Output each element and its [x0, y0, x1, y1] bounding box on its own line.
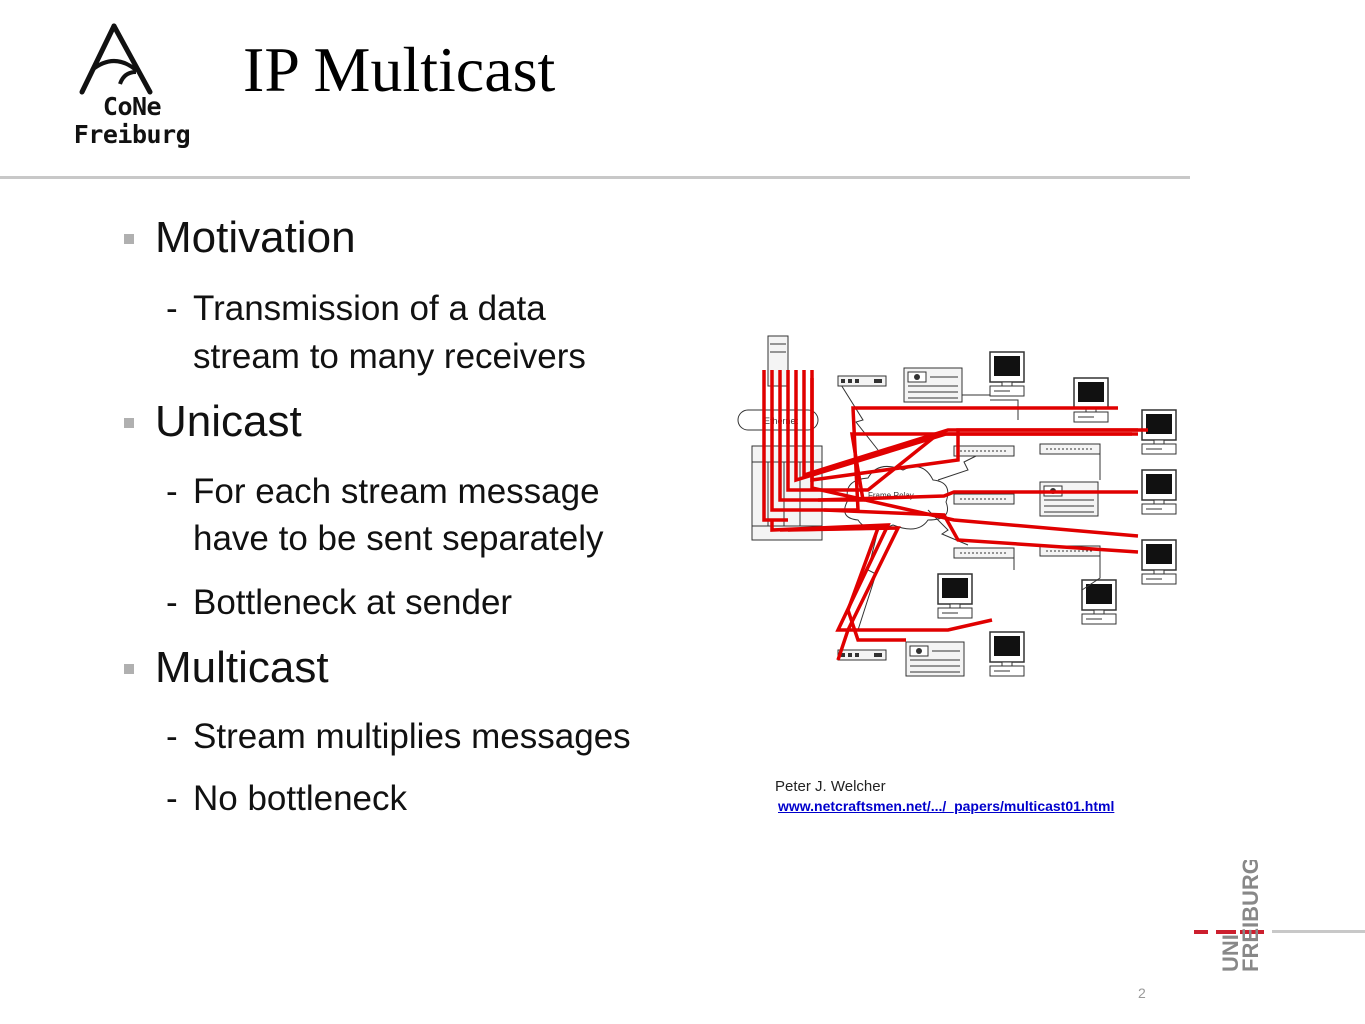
- computer-icon: [989, 631, 1025, 677]
- ethernet-segment: [737, 409, 819, 431]
- server-icon: [905, 641, 965, 677]
- router-icon: [837, 375, 887, 387]
- cloud-label: Frame Relay: [868, 491, 914, 500]
- unicast-network-diagram: Ethernet Frame Relay: [728, 330, 1188, 690]
- computer-icon: [1073, 377, 1109, 423]
- page-number: 2: [1138, 985, 1146, 1001]
- computer-icon: [1141, 409, 1177, 455]
- title-divider: [0, 176, 1190, 179]
- dash-icon: -: [166, 717, 178, 756]
- bullet-square-icon: [124, 664, 134, 674]
- logo-line1: CoNe: [102, 92, 162, 121]
- sub-bullet-text: Transmission of a data: [193, 289, 546, 328]
- uni-freiburg-logo: UNI FREIBURG: [1190, 857, 1365, 980]
- bullet-label: Unicast: [155, 397, 302, 446]
- bullet-label: Motivation: [155, 213, 356, 262]
- computer-icon: [989, 351, 1025, 397]
- freiburg-text: FREIBURG: [1238, 860, 1263, 972]
- dash-icon: -: [166, 472, 178, 511]
- source-link[interactable]: www.netcraftsmen.net/.../_papers/multica…: [778, 798, 1115, 814]
- bullet-label: Multicast: [155, 643, 329, 692]
- switch-icon: [953, 493, 1015, 505]
- antenna-icon: [79, 23, 153, 95]
- sub-bullet-text: Stream multiplies messages: [193, 717, 631, 756]
- dash-icon: -: [166, 583, 178, 622]
- computer-icon: [1141, 539, 1177, 585]
- switch-icon: [953, 445, 1015, 457]
- server-icon: [1039, 481, 1099, 517]
- slide-title: IP Multicast: [243, 34, 556, 105]
- uni-freiburg-emblem: UNI FREIBURG: [1194, 857, 1365, 972]
- sub-bullet-text: For each stream message: [193, 472, 600, 511]
- sub-bullet-text: stream to many receivers: [193, 337, 586, 376]
- bullet-square-icon: [124, 418, 134, 428]
- sub-bullet-text: have to be sent separately: [193, 519, 604, 558]
- sub-bullet-text: Bottleneck at sender: [193, 583, 513, 622]
- dash-icon: -: [166, 779, 178, 818]
- unicast-streams: [762, 370, 1148, 661]
- dash-icon: -: [166, 289, 178, 328]
- switch-icon: [953, 547, 1015, 559]
- uni-text: UNI: [1218, 934, 1243, 972]
- cone-freiburg-logo: CoNe Freiburg: [62, 22, 202, 157]
- image-credit-author: Peter J. Welcher: [775, 778, 886, 795]
- logo-line2: Freiburg: [73, 120, 191, 149]
- server-icon: [903, 367, 963, 403]
- computer-icon: [1141, 469, 1177, 515]
- network-diagram-svg: Ethernet Frame Relay: [737, 335, 1177, 677]
- switch-icon: [1039, 443, 1101, 455]
- computer-icon: [937, 573, 973, 619]
- wan-link-icon: [837, 379, 879, 451]
- bullet-square-icon: [124, 234, 134, 244]
- router-icon: [837, 649, 887, 661]
- sub-bullet-text: No bottleneck: [193, 779, 408, 818]
